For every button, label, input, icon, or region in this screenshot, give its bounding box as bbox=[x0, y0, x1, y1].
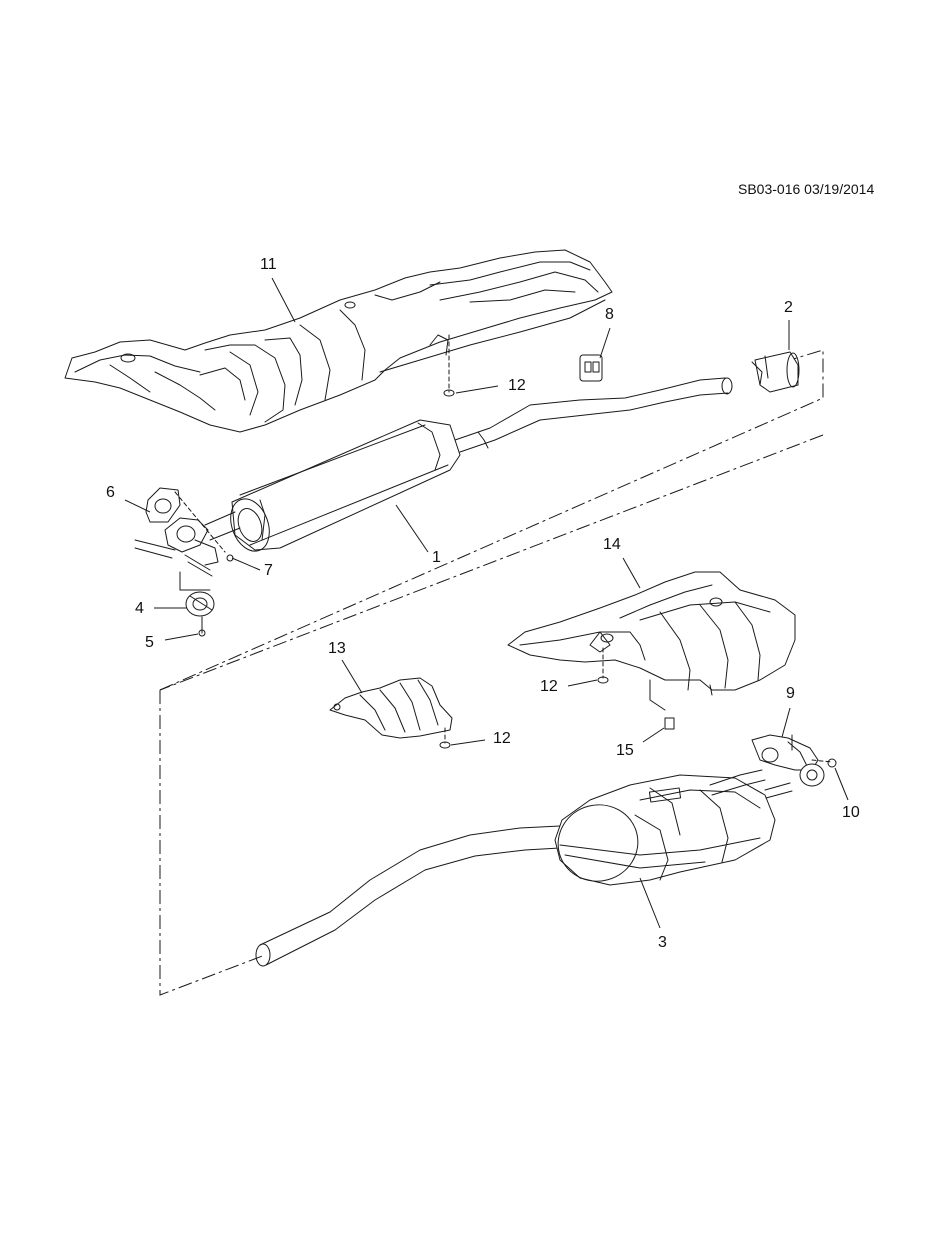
nut-12-middle bbox=[597, 647, 609, 684]
callout-7: 7 bbox=[264, 562, 273, 579]
exhaust-insulator-4 bbox=[179, 571, 215, 617]
callout-15: 15 bbox=[616, 742, 634, 759]
callout-leader-lines bbox=[124, 277, 849, 929]
callout-12-middle: 12 bbox=[540, 678, 558, 695]
front-flange-assembly bbox=[134, 491, 234, 577]
callout-10: 10 bbox=[842, 804, 860, 821]
callout-12-upper: 12 bbox=[508, 377, 526, 394]
callout-8: 8 bbox=[605, 306, 614, 323]
rear-muffler-tailpipe bbox=[255, 769, 793, 967]
callout-11: 11 bbox=[260, 256, 277, 273]
rear-hanger-bracket-9 bbox=[751, 734, 833, 771]
callout-12-lower: 12 bbox=[493, 730, 511, 747]
callout-1: 1 bbox=[432, 549, 441, 566]
bolt-5 bbox=[198, 616, 206, 637]
flange-gasket bbox=[145, 487, 181, 523]
muffler-heat-shield-13 bbox=[329, 677, 453, 739]
front-heat-shield bbox=[64, 249, 613, 433]
clip-15 bbox=[664, 717, 675, 730]
callout-2: 2 bbox=[784, 299, 793, 316]
nut-12-upper bbox=[443, 334, 455, 397]
rear-heat-shield bbox=[507, 571, 796, 711]
drawing-code: SB03-016 03/19/2014 bbox=[738, 181, 875, 197]
assembly-boundary-lines bbox=[159, 349, 824, 996]
callout-4: 4 bbox=[135, 600, 144, 617]
callout-3: 3 bbox=[658, 934, 667, 951]
callout-14: 14 bbox=[603, 536, 621, 553]
pipe-clamp bbox=[751, 351, 800, 393]
nut-12-lower bbox=[439, 727, 451, 749]
callout-6: 6 bbox=[106, 484, 115, 501]
callout-5: 5 bbox=[145, 634, 154, 651]
callout-13: 13 bbox=[328, 640, 346, 657]
intermediate-pipe-muffler bbox=[204, 377, 733, 552]
hanger-insulator-8 bbox=[579, 354, 603, 382]
exhaust-insulator-10 bbox=[799, 758, 837, 787]
callout-9: 9 bbox=[786, 685, 795, 702]
